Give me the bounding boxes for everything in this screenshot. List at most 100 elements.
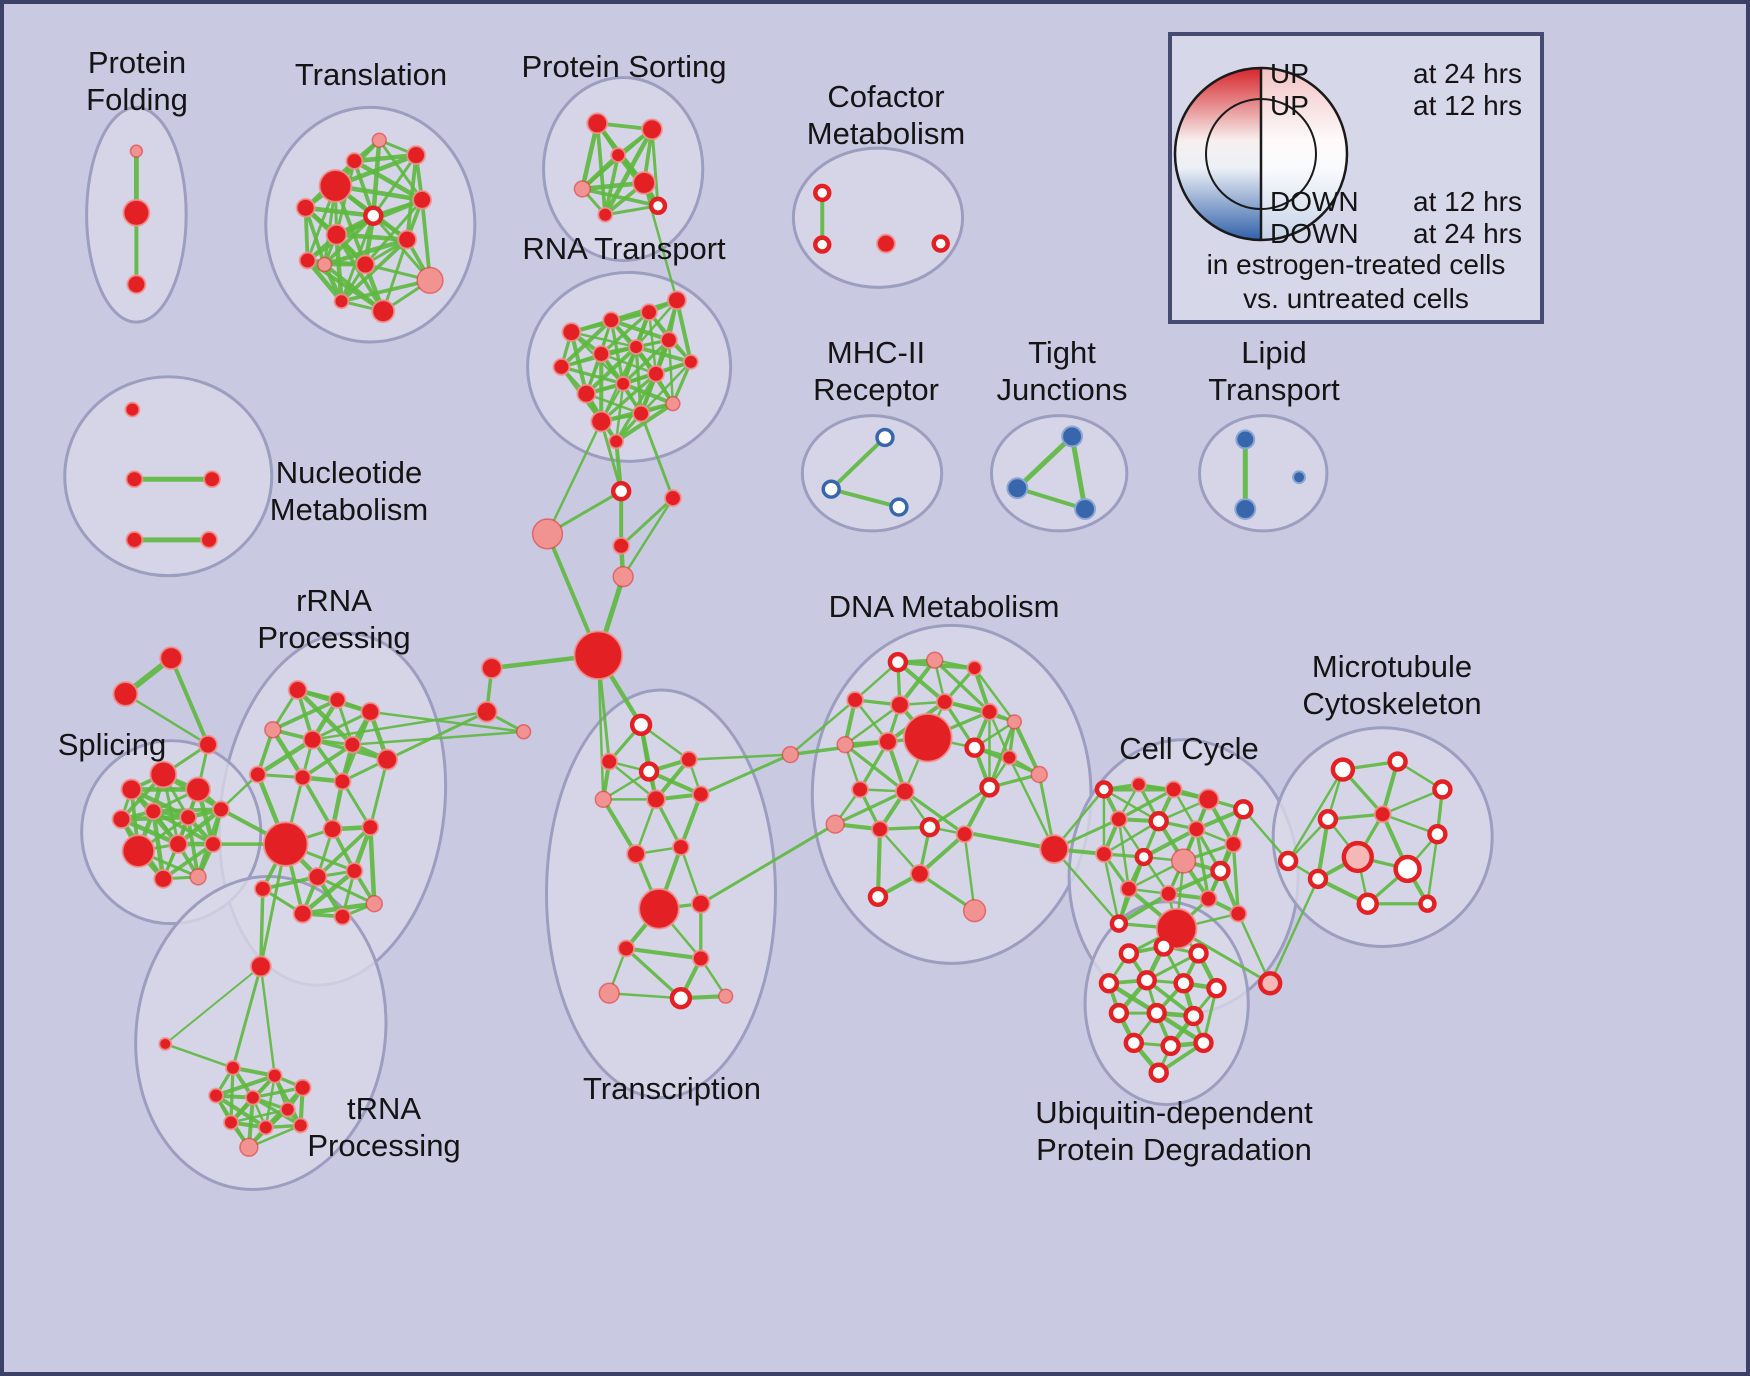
node — [1148, 1062, 1169, 1083]
edge — [621, 496, 675, 578]
edge — [311, 710, 489, 741]
cluster-ellipse-nucleotide-metabolism — [63, 375, 274, 578]
legend-caption-line: vs. untreated cells — [1243, 283, 1469, 314]
node — [691, 949, 710, 968]
node — [1006, 714, 1023, 730]
legend-direction: UP — [1270, 90, 1309, 121]
node — [1094, 845, 1113, 863]
label-line: Receptor — [813, 372, 939, 407]
label-line: Translation — [294, 57, 448, 92]
legend-time: at 24 hrs — [1413, 58, 1522, 89]
edge — [352, 158, 425, 203]
edge — [639, 360, 693, 415]
node — [1074, 498, 1096, 520]
node — [1006, 477, 1029, 500]
node — [515, 724, 532, 740]
edge — [385, 710, 489, 762]
node — [264, 721, 282, 739]
node — [846, 690, 865, 709]
edge — [151, 808, 166, 882]
edge — [164, 965, 262, 1045]
label-line: Processing — [257, 620, 411, 655]
edge — [584, 344, 639, 396]
node — [781, 745, 800, 764]
node — [682, 353, 699, 370]
edge — [255, 737, 315, 777]
node — [1188, 943, 1209, 964]
node — [266, 1067, 283, 1084]
edge — [322, 213, 376, 267]
edge — [1242, 808, 1290, 863]
edge — [621, 338, 671, 386]
node — [244, 1089, 261, 1106]
node — [889, 694, 910, 715]
edge — [368, 824, 377, 907]
node — [1432, 779, 1453, 800]
edge — [624, 946, 683, 1000]
node — [1153, 936, 1174, 957]
cluster-label-translation: Translation — [295, 56, 447, 93]
edge — [687, 753, 792, 761]
node — [1001, 749, 1018, 766]
node — [412, 189, 433, 210]
cluster-ellipse-tight-junctions — [989, 414, 1129, 533]
node — [1418, 894, 1437, 913]
node — [293, 768, 312, 787]
node — [371, 132, 387, 148]
edge — [322, 237, 410, 267]
node — [292, 903, 313, 924]
node — [361, 818, 380, 837]
node — [208, 1087, 224, 1104]
node — [552, 357, 571, 376]
edge — [339, 278, 432, 304]
node — [1187, 820, 1206, 839]
legend-caption-line: in estrogen-treated cells — [1206, 249, 1506, 280]
node — [1193, 1032, 1214, 1054]
legend-row-down-12: DOWN at 12 hrs — [1270, 186, 1522, 218]
node — [671, 838, 690, 857]
label-line: Protein Degradation — [1036, 1132, 1312, 1167]
node — [120, 778, 143, 801]
label-line: Splicing — [57, 727, 167, 762]
node — [592, 345, 611, 363]
edge — [303, 205, 376, 219]
node — [257, 1119, 274, 1136]
node — [1118, 943, 1140, 964]
edge — [607, 991, 683, 1000]
edge — [371, 214, 432, 282]
edge — [1069, 433, 1088, 512]
node — [480, 657, 503, 680]
node — [573, 630, 624, 681]
legend-time: at 12 hrs — [1413, 186, 1522, 217]
edge — [650, 127, 660, 208]
edge — [674, 298, 693, 364]
legend-direction: DOWN — [1270, 186, 1359, 217]
edge — [1381, 788, 1444, 816]
node — [629, 713, 653, 736]
label-line: Cofactor — [827, 79, 945, 114]
node — [665, 395, 681, 412]
node — [343, 735, 362, 754]
node — [129, 144, 144, 158]
node — [328, 690, 347, 709]
edge — [624, 946, 703, 961]
node — [1233, 799, 1254, 820]
edge — [678, 792, 703, 850]
edge — [1117, 787, 1176, 821]
node — [322, 819, 343, 840]
node — [717, 988, 734, 1004]
node — [1109, 914, 1129, 933]
label-line: MHC-II — [826, 335, 926, 370]
node — [1224, 835, 1243, 854]
edge — [259, 965, 277, 1077]
network-graph — [63, 76, 1494, 1191]
node — [926, 651, 944, 669]
node — [149, 760, 178, 789]
node — [200, 530, 219, 549]
cluster-ellipse-microtubule-cytoskeleton — [1271, 726, 1494, 948]
